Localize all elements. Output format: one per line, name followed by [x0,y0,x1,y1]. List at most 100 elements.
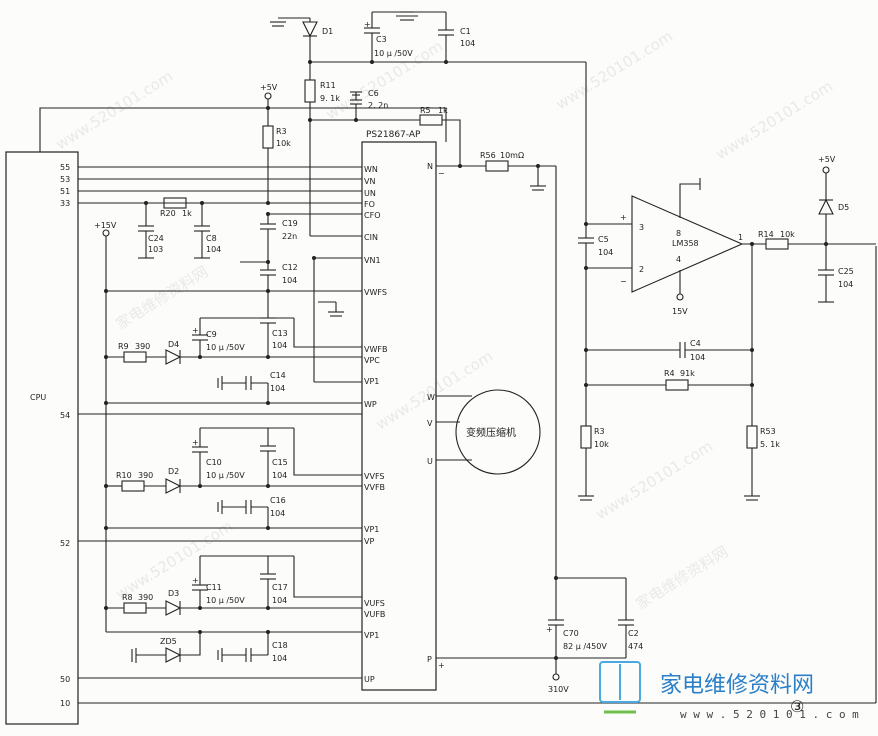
ipm-pin-labels: WN VN UN FO CFO CIN VN1 VWFS VWFB VPC VP… [364,162,445,684]
value-c1: 104 [460,39,475,48]
label-r56: R56 [480,151,496,160]
value-r4: 91k [680,369,695,378]
plus-sign: + [192,326,199,335]
value-r56: 10mΩ [500,151,524,160]
opamp-pin: 3 [639,223,644,232]
label-c70: C70 [563,629,579,638]
cpu-pin-label: 53 [60,175,70,184]
fo-filter: R20 1k C24 103 C8 104 [138,197,221,259]
ipm-pin: VVFS [364,472,384,481]
opamp-pin: 4 [676,255,681,264]
value-r3: 10k [276,139,291,148]
label-c2: C2 [628,629,639,638]
value-r9: 390 [135,342,150,351]
value-c70: 82 μ /450V [563,642,607,651]
label-c6: C6 [368,89,379,98]
ipm-pin: VUFS [364,599,385,608]
label-c18: C18 [272,641,288,650]
resistor-r14 [765,238,789,250]
compressor-motor: 变频压缩机 [436,389,541,475]
ipm-pin: VN1 [364,256,381,265]
label-d4: D4 [168,340,179,349]
value-c24: 103 [148,245,163,254]
ipm-pin: P [427,655,432,664]
ipm-pin: FO [364,200,375,209]
opamp-section: LM358 3 2 1 8 4 + − 15V C5 104 C4 104 [578,155,876,501]
value-c19: 22n [282,232,297,241]
label-c16: C16 [270,496,286,505]
label-d3: D3 [168,589,179,598]
cpu-chip [5,151,79,725]
label-r9: R9 [118,342,129,351]
opamp-lm358 [631,195,744,293]
cfo-vn1-caps: C19 22n C12 104 [240,212,362,383]
u-phase-bootstrap: R8 390 D3 + C11 10 μ /50V C17 104 ZD5 [104,555,362,663]
resistor-r8 [123,602,147,614]
plus-sign: + [546,625,553,634]
label-c3: C3 [376,35,387,44]
label-r3: R3 [276,127,287,136]
figure-number: ③ [790,697,804,716]
plus-sign: + [620,213,627,222]
w-phase-bootstrap: R9 390 D4 + C9 10 μ /50V C13 104 C14 [104,291,362,405]
watermark: www.520101.com [593,437,716,523]
resistor-r20 [163,197,187,209]
vcc-15v-label: +15V [94,221,117,230]
ipm-pin: VP [364,537,374,546]
value-c12: 104 [282,276,297,285]
opamp-pin: 1 [738,233,743,242]
value-r11: 9. 1k [320,94,340,103]
watermark: www.520101.com [373,347,496,433]
ipm-pin: VPC [364,356,380,365]
logo-text: 家电维修资料网 [660,673,814,698]
p15v-rail: +15V [94,221,362,633]
diode-d5 [818,198,834,215]
label-c11: C11 [206,583,222,592]
value-r3b: 10k [594,440,609,449]
value-r14: 10k [780,230,795,239]
vcc-5v-label: +5V [260,83,278,92]
ipm-pin: W [427,393,435,402]
resistor-r10 [121,480,145,492]
value-c15: 104 [272,471,287,480]
top-supply: D1 + C3 10 μ /50V C1 104 [270,11,587,224]
resistor-r53 [746,425,758,449]
book-icon [599,661,641,703]
value-r20: 1k [182,209,192,218]
value-r53: 5. 1k [760,440,780,449]
label-c8: C8 [206,234,217,243]
cpu-pin-label: 54 [60,411,70,420]
ipm-label: PS21867-AP [366,130,421,140]
diode-d1 [302,21,318,38]
label-c19: C19 [282,219,298,228]
label-c17: C17 [272,583,288,592]
label-c1: C1 [460,27,471,36]
minus-sign: − [620,277,627,286]
motor-label: 变频压缩机 [466,426,516,439]
opamp-pin: 2 [639,265,644,274]
ipm-pin: UN [364,189,376,198]
diode-d2 [165,478,182,494]
value-c13: 104 [272,341,287,350]
label-c10: C10 [206,458,222,467]
cpu-pin-label: 33 [60,199,70,208]
value-c16: 104 [270,509,285,518]
label-r8: R8 [122,593,133,602]
label-c5: C5 [598,235,609,244]
label-r4: R4 [664,369,675,378]
label-zd5: ZD5 [160,637,177,646]
plus-sign: + [192,438,199,447]
ipm-module [361,141,437,691]
ipm-pin: VVFB [364,483,385,492]
ipm-pin: UP [364,675,375,684]
cpu-signal-wires [39,107,877,704]
opamp-15v-label: 15V [672,307,688,316]
value-c9: 10 μ /50V [206,343,245,352]
label-c15: C15 [272,458,288,467]
value-c2: 474 [628,642,643,651]
watermark: www.520101.com [53,67,176,153]
cpu-pin-label: 50 [60,675,70,684]
value-c18: 104 [272,654,287,663]
v-phase-bootstrap: R10 390 D2 + C10 10 μ /50V C15 104 C16 [104,427,362,530]
ipm-pin: U [427,457,433,466]
